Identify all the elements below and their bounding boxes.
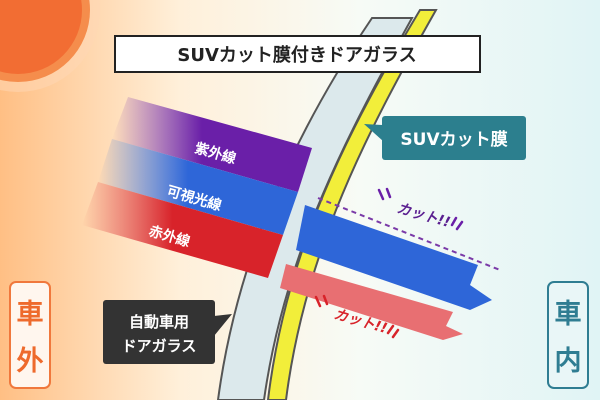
title-box bbox=[114, 35, 481, 73]
outside-label-char2: 外 bbox=[17, 346, 44, 377]
sun-icon bbox=[0, 0, 100, 92]
outside-label-box bbox=[9, 281, 51, 389]
glass-callout bbox=[103, 300, 232, 364]
ray-ir-transmitted bbox=[280, 264, 463, 340]
ray-ir bbox=[82, 182, 283, 278]
cut-marks-upper bbox=[377, 187, 464, 231]
glass-label-line1: 自動車用 bbox=[129, 313, 189, 331]
glass-label-line2: ドアガラス bbox=[122, 337, 197, 355]
outside-label-char1: 車 bbox=[17, 299, 44, 330]
inside-label-char1: 車 bbox=[555, 299, 582, 330]
cut-marks-lower bbox=[314, 294, 400, 339]
film-label: SUVカット膜 bbox=[400, 129, 507, 150]
suv-cut-film bbox=[266, 9, 438, 400]
film-callout bbox=[364, 116, 526, 160]
page-title: SUVカット膜付きドアガラス bbox=[177, 44, 416, 66]
inside-label-char2: 内 bbox=[555, 346, 582, 377]
ray-visible bbox=[98, 139, 298, 235]
uv-cut-line bbox=[317, 197, 501, 271]
inside-label-box bbox=[547, 281, 589, 389]
ray-visible-transmitted bbox=[296, 205, 492, 310]
ray-uv bbox=[112, 97, 312, 192]
